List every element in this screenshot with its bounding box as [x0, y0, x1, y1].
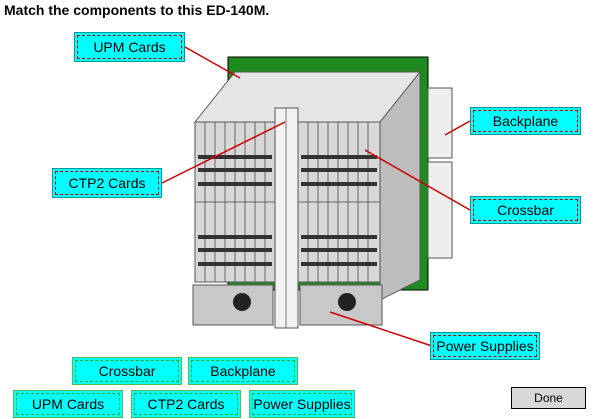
tray-label-upm-cards[interactable]: UPM Cards	[13, 390, 123, 418]
tray-label-power-supplies[interactable]: Power Supplies	[249, 390, 355, 418]
placed-label-ctp2-cards[interactable]: CTP2 Cards	[52, 168, 162, 198]
placed-label-upm-cards[interactable]: UPM Cards	[74, 32, 185, 62]
done-button[interactable]: Done	[511, 387, 586, 409]
placed-label-power-supplies[interactable]: Power Supplies	[430, 332, 540, 360]
power-supply-left	[192, 284, 274, 326]
tray-label-crossbar[interactable]: Crossbar	[72, 357, 182, 385]
backplane-panel-lower	[427, 161, 453, 259]
power-supply-fan-right	[338, 293, 356, 311]
placed-label-crossbar[interactable]: Crossbar	[470, 196, 581, 224]
ctp2-connector-line	[161, 121, 286, 184]
backplane-connector-line	[444, 120, 471, 136]
upm-connector-line	[184, 46, 241, 79]
backplane-panel-upper	[427, 87, 453, 159]
tray-label-backplane[interactable]: Backplane	[188, 357, 298, 385]
tray-label-ctp2-cards[interactable]: CTP2 Cards	[131, 390, 241, 418]
power-supply-fan-left	[233, 293, 251, 311]
placed-label-backplane[interactable]: Backplane	[470, 107, 581, 135]
power-connector-line	[329, 311, 433, 347]
question-title: Match the components to this ED-140M.	[4, 2, 270, 18]
crossbar-connector-line	[364, 149, 471, 211]
